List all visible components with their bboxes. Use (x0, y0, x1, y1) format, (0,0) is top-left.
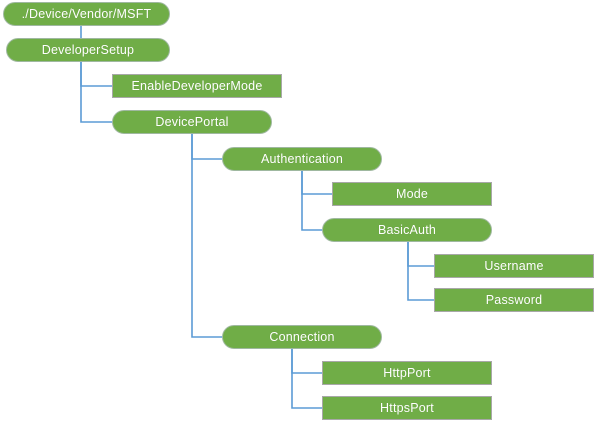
node-device_portal[interactable]: DevicePortal (112, 110, 272, 134)
connector-developer_setup-to-device_portal (80, 62, 112, 123)
node-root[interactable]: ./Device/Vendor/MSFT (3, 2, 170, 26)
node-label-https_port: HttpsPort (380, 400, 434, 415)
node-label-password: Password (485, 292, 543, 307)
node-authentication[interactable]: Authentication (222, 147, 382, 171)
connector-authentication-to-basic_auth (301, 171, 322, 231)
connector-device_portal-to-connection (191, 134, 222, 338)
node-mode[interactable]: Mode (332, 182, 492, 206)
node-label-basic_auth: BasicAuth (377, 222, 437, 237)
node-label-authentication: Authentication (260, 151, 344, 166)
node-label-mode: Mode (395, 186, 429, 201)
node-https_port[interactable]: HttpsPort (322, 396, 492, 420)
node-label-connection: Connection (269, 329, 335, 344)
connector-connection-to-http_port (291, 349, 322, 374)
node-developer_setup[interactable]: DeveloperSetup (6, 38, 170, 62)
node-password[interactable]: Password (434, 288, 594, 312)
connector-authentication-to-mode (301, 171, 332, 195)
node-username[interactable]: Username (434, 254, 594, 278)
node-enable_developer_mode[interactable]: EnableDeveloperMode (112, 74, 282, 98)
node-label-username: Username (484, 258, 544, 273)
node-connection[interactable]: Connection (222, 325, 382, 349)
connector-device_portal-to-authentication (191, 134, 222, 160)
node-basic_auth[interactable]: BasicAuth (322, 218, 492, 242)
node-http_port[interactable]: HttpPort (322, 361, 492, 385)
connector-connection-to-https_port (291, 349, 322, 409)
connector-basic_auth-to-username (407, 242, 434, 267)
node-label-developer_setup: DeveloperSetup (41, 42, 135, 57)
node-label-enable_developer_mode: EnableDeveloperMode (131, 78, 263, 93)
node-label-http_port: HttpPort (383, 365, 431, 380)
connector-developer_setup-to-enable_developer_mode (80, 62, 112, 87)
node-label-device_portal: DevicePortal (155, 114, 229, 129)
node-label-root: ./Device/Vendor/MSFT (21, 6, 152, 21)
connector-basic_auth-to-password (407, 242, 434, 301)
